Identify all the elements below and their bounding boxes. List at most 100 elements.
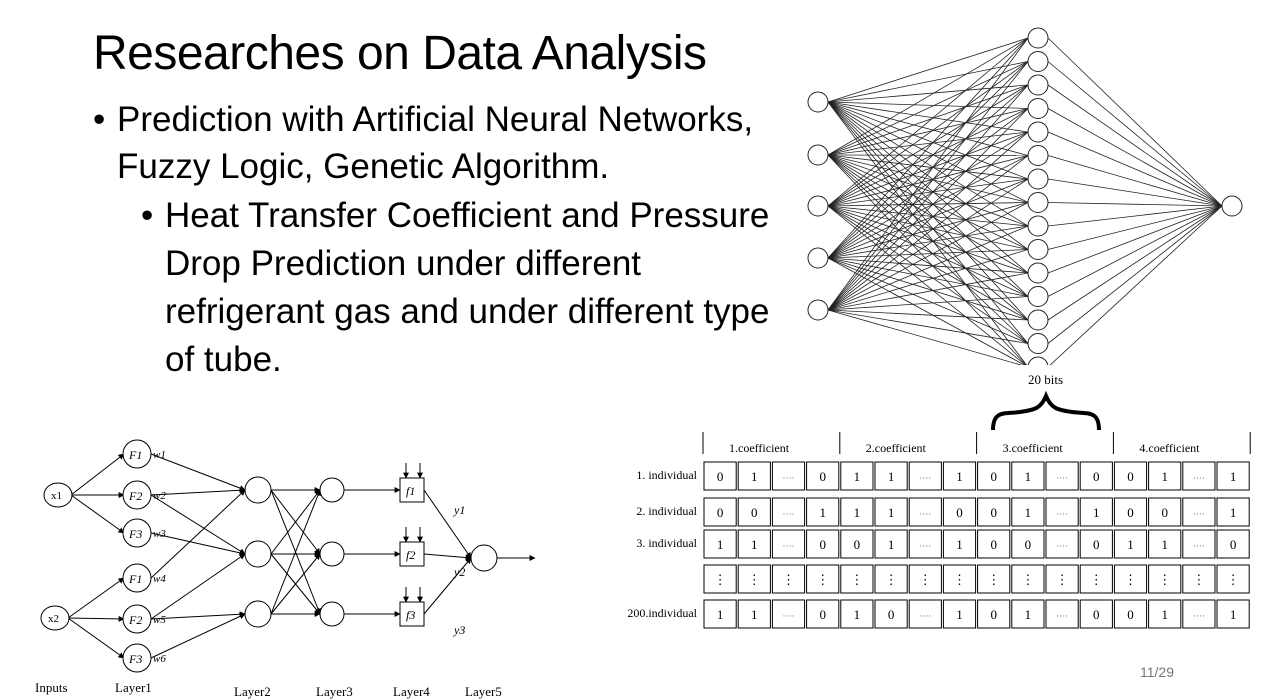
bit-cell [703, 461, 737, 491]
ann-edge [827, 205, 1029, 274]
bit-cell [806, 599, 840, 629]
bit-cell [737, 497, 771, 527]
bit-cell [840, 564, 874, 594]
bit-value: 1 [888, 505, 895, 520]
fnn-edge [70, 494, 125, 534]
fnn-edge [150, 489, 246, 579]
ann-edge [827, 155, 1029, 207]
bit-value: 1 [717, 607, 724, 622]
ann-edge [1047, 205, 1223, 274]
ann-edge [827, 84, 1029, 259]
bit-cell [840, 497, 874, 527]
bullet-list: • Prediction with Artificial Neural Netw… [93, 96, 793, 384]
ann-edge [827, 154, 1029, 227]
fnn-fuzzy-label: F1 [128, 572, 142, 586]
bit-value: 1 [956, 469, 963, 484]
fnn-layer2-node [244, 600, 272, 628]
ann-edge [827, 37, 1029, 311]
bullet-item: • Prediction with Artificial Neural Netw… [93, 96, 793, 190]
bit-cell [1045, 461, 1079, 491]
bit-value: ⋮ [987, 572, 1000, 587]
ann-edge [827, 131, 1029, 207]
bit-cell [806, 461, 840, 491]
bit-cell [1148, 564, 1182, 594]
ann-edge [827, 178, 1029, 207]
bit-value: ⋮ [1090, 572, 1103, 587]
ann-edge [827, 101, 1029, 321]
fnn-layer3-node [319, 601, 345, 627]
bit-cell [1045, 564, 1079, 594]
bit-value: 1 [751, 469, 758, 484]
bit-cell [942, 564, 977, 594]
bit-value: ···· [1056, 473, 1068, 483]
bit-cell [977, 564, 1011, 594]
ann-edge [827, 101, 1027, 365]
ann-hidden-node [1027, 333, 1049, 354]
bit-cell [737, 564, 771, 594]
bit-value: ⋮ [1124, 572, 1137, 587]
ann-edge [827, 131, 1029, 156]
bit-cell [1079, 461, 1113, 491]
ann-hidden-node [1027, 356, 1049, 365]
ann-hidden-node [1027, 168, 1049, 190]
fnn-edge [67, 617, 125, 659]
bit-cell [942, 461, 977, 491]
bit-value: 1 [1025, 469, 1032, 484]
bit-value: 0 [1230, 537, 1237, 552]
row-label: 1. individual [636, 468, 697, 482]
bit-value: 1 [751, 607, 758, 622]
bit-value: 0 [1161, 505, 1168, 520]
fnn-layer-label: Layer3 [316, 684, 353, 699]
ann-input-node [807, 144, 829, 166]
bit-value: 1 [751, 537, 758, 552]
fnn-layer-label: Layer5 [465, 684, 502, 699]
bit-value: 1 [854, 607, 861, 622]
fnn-fuzzy-node [122, 518, 152, 548]
ann-edge [827, 154, 1029, 297]
bit-cell [1045, 529, 1079, 559]
ann-edge [827, 84, 1029, 103]
ann-edge [827, 61, 1029, 259]
bit-value: ···· [1193, 509, 1205, 519]
bit-cell [908, 529, 942, 559]
ann-edge [1047, 205, 1223, 321]
bit-cell [874, 529, 908, 559]
fnn-edge [150, 487, 246, 496]
fnn-output-label: y1 [453, 503, 465, 517]
ann-edge [827, 154, 1027, 365]
bit-cell [1216, 497, 1250, 527]
bit-cell [1148, 529, 1182, 559]
fnn-weight-label: w5 [153, 614, 166, 626]
bit-value: 1 [1161, 537, 1168, 552]
bit-value: 0 [956, 505, 963, 520]
bit-value: 1 [888, 469, 895, 484]
bit-value: 0 [1127, 607, 1134, 622]
bit-cell [977, 497, 1011, 527]
fnn-layer-label: Layer1 [115, 680, 152, 695]
ann-edge [1047, 202, 1223, 207]
ann-edge [827, 101, 1029, 203]
ann-edge [827, 257, 1029, 274]
bit-value: ···· [1056, 611, 1068, 621]
fnn-weight-label: w1 [153, 449, 166, 461]
bit-value: 0 [819, 469, 826, 484]
fnn-layer-label: Inputs [35, 680, 68, 695]
bit-value: ···· [919, 509, 931, 519]
fnn-output-node [470, 544, 498, 572]
bit-cell [806, 529, 840, 559]
bit-value: 0 [1093, 537, 1100, 552]
ann-edge [827, 101, 1029, 274]
ann-edge [827, 108, 1029, 259]
bit-cell [771, 599, 806, 629]
bit-value: ···· [1193, 541, 1205, 551]
fnn-edge [270, 489, 321, 615]
bit-cell [840, 529, 874, 559]
bullet-dot-icon: • [141, 196, 154, 235]
ann-edge [827, 61, 1029, 156]
fnn-fuzzy-label: F1 [128, 448, 142, 462]
bit-value: 1 [1093, 505, 1100, 520]
fnn-output-label: y2 [453, 565, 465, 579]
bit-value: ⋮ [953, 572, 966, 587]
